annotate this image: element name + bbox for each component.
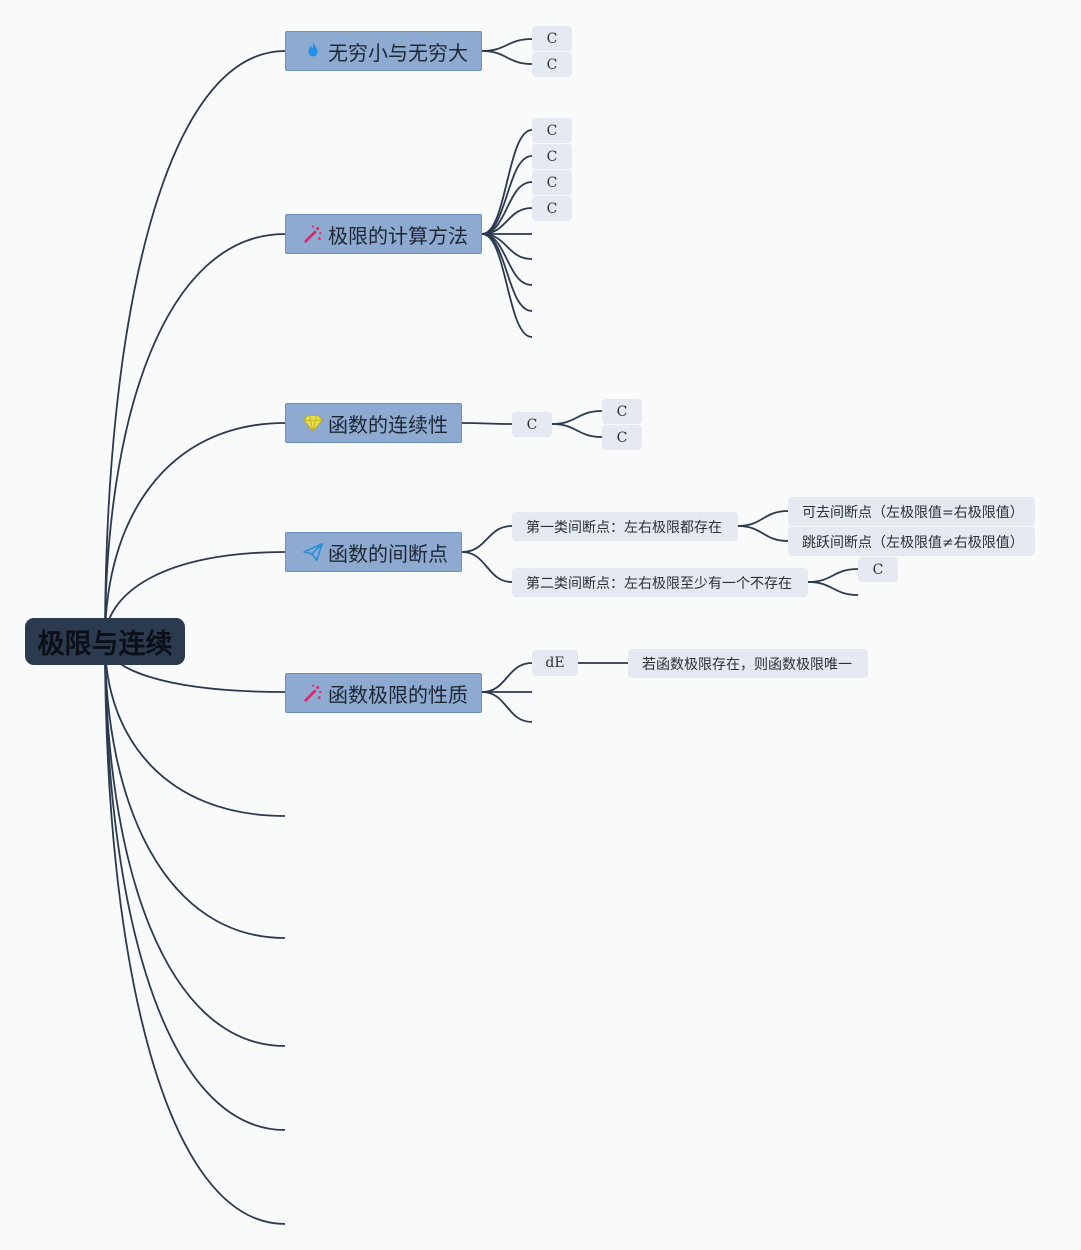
diamond-icon: [302, 412, 324, 434]
connector-line: [551, 423, 603, 438]
topic-removable[interactable]: 可去间断点（左极限值=右极限值）: [788, 497, 1035, 526]
connector-line: [807, 581, 859, 596]
root-empty-branch-line: [104, 640, 286, 1225]
leaf-node[interactable]: C: [532, 196, 572, 221]
leaf-node[interactable]: C: [532, 26, 572, 51]
topic-second-kind[interactable]: 第二类间断点：左右极限至少有一个不存在: [512, 568, 808, 597]
root-topic[interactable]: 极限与连续: [25, 618, 185, 665]
root-branch-line: [104, 422, 286, 642]
leaf-node[interactable]: C: [532, 170, 572, 195]
leaf-node[interactable]: C: [532, 144, 572, 169]
branch-label: 函数的间断点: [328, 541, 448, 566]
connector-line: [481, 233, 533, 338]
connector-line: [481, 662, 533, 693]
connector-line: [481, 181, 533, 235]
leaf-node[interactable]: C: [532, 52, 572, 77]
branch-discontinuity[interactable]: 函数的间断点: [285, 532, 462, 572]
branch-label: 极限的计算方法: [328, 223, 468, 248]
root-branch-line: [104, 233, 286, 642]
leaf-node[interactable]: C: [858, 557, 898, 582]
connector-line: [481, 129, 533, 235]
leaf-node[interactable]: C: [532, 118, 572, 143]
root-empty-branch-line: [104, 640, 286, 939]
root-empty-branch-line: [104, 640, 286, 1047]
leaf-node[interactable]: C: [602, 425, 642, 450]
topic-first-kind[interactable]: 第一类间断点：左右极限都存在: [512, 512, 738, 541]
connector-line: [461, 525, 513, 553]
topic-uniqueness[interactable]: 若函数极限存在，则函数极限唯一: [628, 649, 868, 678]
leaf-node[interactable]: C: [602, 399, 642, 424]
connector-line: [737, 510, 789, 527]
root-branch-line: [104, 50, 286, 642]
magic-wand-icon: [302, 223, 324, 245]
paper-plane-icon: [302, 541, 324, 563]
connector-line: [481, 233, 533, 286]
connector-line: [481, 691, 533, 723]
connector-line: [481, 155, 533, 235]
branch-limit-properties[interactable]: 函数极限的性质: [285, 673, 482, 713]
leaf-node[interactable]: C: [512, 412, 552, 437]
branch-label: 无穷小与无穷大: [328, 40, 468, 65]
connector-line: [551, 410, 603, 425]
connector-line: [807, 568, 859, 583]
root-empty-branch-line: [104, 640, 286, 1131]
branch-infinitesimal[interactable]: 无穷小与无穷大: [285, 31, 482, 71]
connector-line: [481, 38, 533, 52]
branch-continuity[interactable]: 函数的连续性: [285, 403, 462, 443]
branch-limit-methods[interactable]: 极限的计算方法: [285, 214, 482, 254]
connector-line: [461, 422, 513, 425]
leaf-node[interactable]: dE: [532, 650, 578, 676]
root-empty-branch-line: [104, 640, 286, 817]
connector-line: [737, 525, 789, 542]
branch-label: 函数的连续性: [328, 412, 448, 437]
magic-wand-icon: [302, 682, 324, 704]
connector-line: [481, 50, 533, 65]
connector-line: [461, 551, 513, 583]
topic-jump[interactable]: 跳跃间断点（左极限值≠右极限值）: [788, 527, 1035, 556]
flame-icon: [302, 40, 324, 62]
branch-label: 函数极限的性质: [328, 682, 468, 707]
